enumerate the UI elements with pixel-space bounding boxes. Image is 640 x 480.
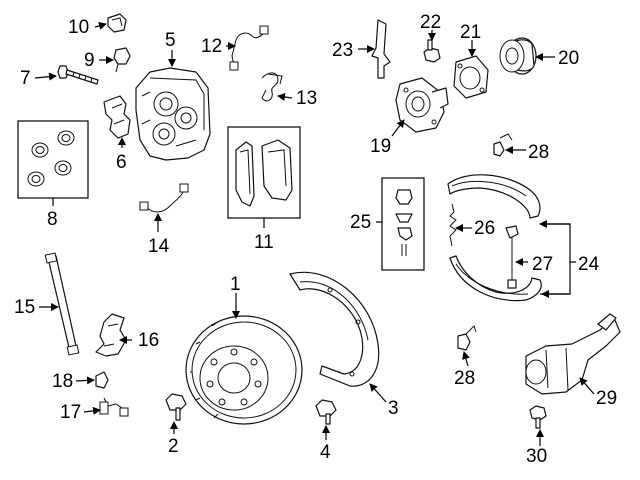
callout-21: 21 bbox=[460, 22, 481, 43]
callout-28-bottom: 28 bbox=[454, 368, 475, 389]
callout-4: 4 bbox=[320, 442, 331, 463]
callout-numbers: 10 9 7 5 6 8 12 13 11 14 15 16 18 17 1 2… bbox=[14, 12, 617, 467]
lever-part-23 bbox=[371, 19, 391, 79]
callout-19: 19 bbox=[370, 136, 391, 157]
callout-12: 12 bbox=[201, 36, 222, 57]
callout-22: 22 bbox=[420, 12, 441, 33]
sensor-wire-part-14 bbox=[139, 183, 189, 213]
callout-24: 24 bbox=[578, 254, 600, 275]
callout-20: 20 bbox=[558, 48, 579, 69]
callout-10: 10 bbox=[68, 17, 89, 38]
callout-14: 14 bbox=[148, 236, 170, 257]
callout-5: 5 bbox=[165, 30, 176, 51]
hub-part-19 bbox=[395, 77, 449, 133]
callout-29: 29 bbox=[596, 388, 617, 409]
bolt-part-2 bbox=[165, 393, 187, 421]
plug-part-9 bbox=[113, 47, 131, 73]
callout-28-top: 28 bbox=[528, 142, 549, 163]
clip-part-10 bbox=[107, 13, 127, 33]
bearing-part-20 bbox=[499, 37, 537, 75]
callout-1: 1 bbox=[230, 274, 241, 295]
callout-9: 9 bbox=[84, 50, 95, 71]
callout-25: 25 bbox=[350, 212, 371, 233]
bracket-part-6 bbox=[103, 95, 131, 139]
bolt-part-22 bbox=[423, 39, 441, 63]
bolt-part-7 bbox=[57, 65, 99, 85]
callout-2: 2 bbox=[168, 436, 179, 457]
bolt-part-4 bbox=[315, 399, 337, 425]
callout-3: 3 bbox=[388, 398, 399, 419]
callout-17: 17 bbox=[60, 402, 81, 423]
callout-6: 6 bbox=[116, 152, 127, 173]
callout-15: 15 bbox=[14, 297, 35, 318]
callout-7: 7 bbox=[20, 68, 31, 89]
spring-part-13 bbox=[261, 72, 283, 102]
brake-shoe-upper-part-24 bbox=[447, 174, 541, 219]
seal-kit-part-8 bbox=[17, 120, 89, 206]
callout-18: 18 bbox=[52, 371, 73, 392]
callout-16: 16 bbox=[138, 330, 159, 351]
caliper-part-5 bbox=[135, 67, 211, 161]
spring-part-26 bbox=[449, 203, 457, 247]
sensor-part-17 bbox=[99, 397, 129, 417]
bolt-part-30 bbox=[529, 405, 547, 429]
guide-rod-part-15 bbox=[44, 252, 80, 356]
callout-13: 13 bbox=[296, 88, 317, 109]
callout-27: 27 bbox=[532, 254, 553, 275]
adjuster-rod-part-27 bbox=[505, 225, 519, 289]
callout-11: 11 bbox=[254, 232, 274, 253]
wear-sensor-part-12 bbox=[229, 25, 269, 71]
clip-part-16 bbox=[95, 313, 127, 357]
brake-shoe-lower-part-24 bbox=[449, 255, 542, 302]
flange-plate-part-21 bbox=[453, 55, 489, 99]
clip-part-18 bbox=[95, 371, 109, 389]
brake-pads-part-11 bbox=[227, 126, 301, 228]
dust-shield-part-3 bbox=[289, 271, 380, 387]
rotor-part-1 bbox=[185, 315, 303, 425]
actuator-part-29 bbox=[525, 313, 621, 395]
adjuster-part-28-top bbox=[493, 133, 513, 157]
callout-30: 30 bbox=[526, 446, 547, 467]
callout-26: 26 bbox=[474, 218, 495, 239]
callout-23: 23 bbox=[332, 40, 353, 61]
hardware-kit-part-25 bbox=[381, 177, 425, 271]
adjuster-part-28-bottom bbox=[457, 325, 477, 351]
callout-8: 8 bbox=[47, 209, 58, 230]
callout-leaders bbox=[34, 21, 595, 446]
